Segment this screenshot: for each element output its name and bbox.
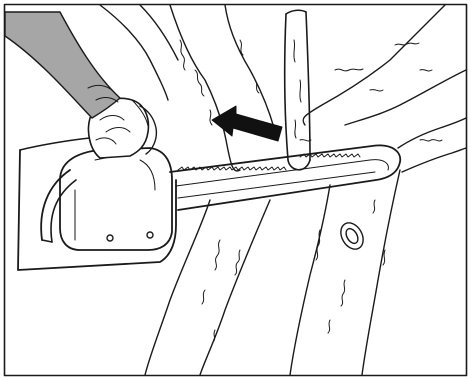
chainsaw-bar-icon <box>170 145 400 210</box>
knot-icon <box>336 219 367 253</box>
bark-texture <box>180 40 442 342</box>
chainsaw-body-icon <box>18 138 176 270</box>
sleeve-icon <box>5 12 120 118</box>
arrow-icon <box>212 106 282 141</box>
cut-branch-icon <box>285 10 310 170</box>
